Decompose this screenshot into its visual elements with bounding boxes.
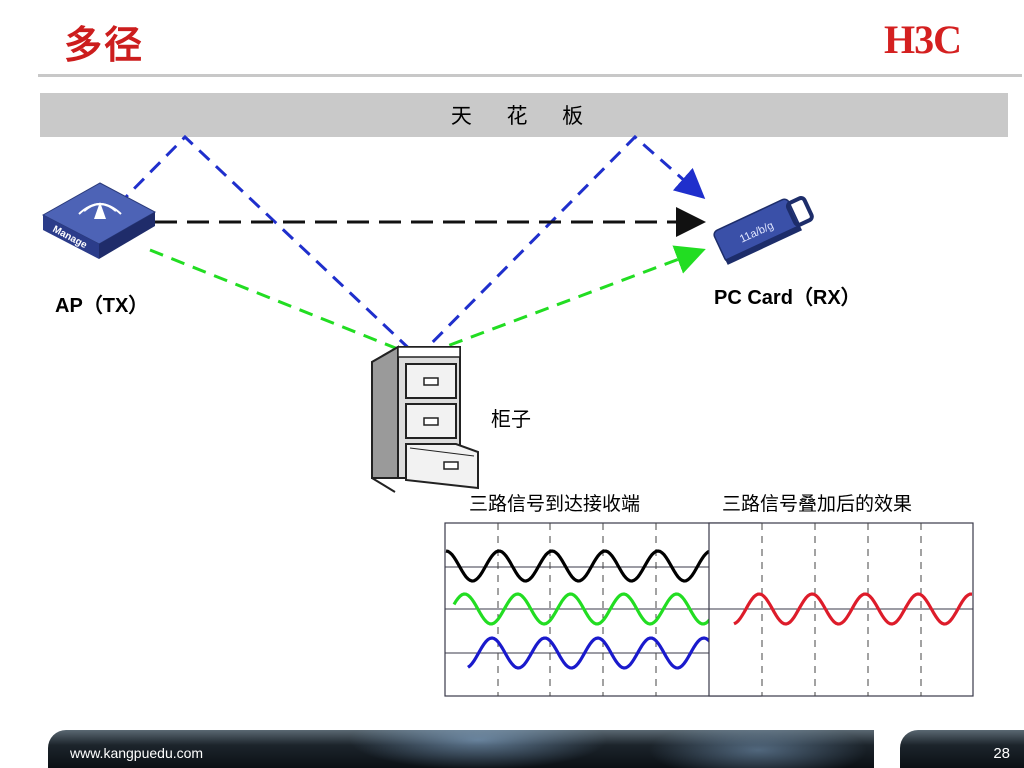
page-number-box: 28 bbox=[900, 730, 1024, 768]
access-point-icon: Manage bbox=[41, 182, 157, 259]
slide-title: 多径 bbox=[64, 23, 145, 67]
blue-signal-wave bbox=[467, 636, 714, 670]
green-signal-wave bbox=[452, 592, 714, 626]
arriving-signals-caption: 三路信号到达接收端 bbox=[469, 493, 641, 515]
footer-url: www.kangpuedu.com bbox=[70, 745, 204, 761]
ap-label: AP（TX） bbox=[55, 295, 149, 317]
ceiling-bar: 天 花 板 bbox=[40, 93, 1008, 137]
h3c-logo: H3C bbox=[884, 17, 962, 62]
combined-signal-wave bbox=[733, 592, 972, 626]
black-signal-wave bbox=[445, 549, 712, 583]
ceiling-reflection-path bbox=[116, 134, 706, 360]
combined-signal-caption: 三路信号叠加后的效果 bbox=[722, 493, 913, 515]
arriving-signals-panel bbox=[444, 522, 762, 697]
footer-bar bbox=[48, 730, 874, 768]
pc-card-label: PC Card（RX） bbox=[714, 287, 861, 309]
cabinet-icon bbox=[371, 345, 479, 493]
title-divider bbox=[38, 74, 1022, 77]
combined-signal-panel bbox=[708, 522, 974, 697]
cabinet-reflection-path bbox=[149, 245, 706, 359]
ceiling-label: 天 花 板 bbox=[450, 104, 598, 128]
pc-card-icon: 11a/b/g bbox=[713, 196, 814, 265]
page-number: 28 bbox=[993, 745, 1010, 762]
cabinet-label: 柜子 bbox=[491, 407, 531, 431]
